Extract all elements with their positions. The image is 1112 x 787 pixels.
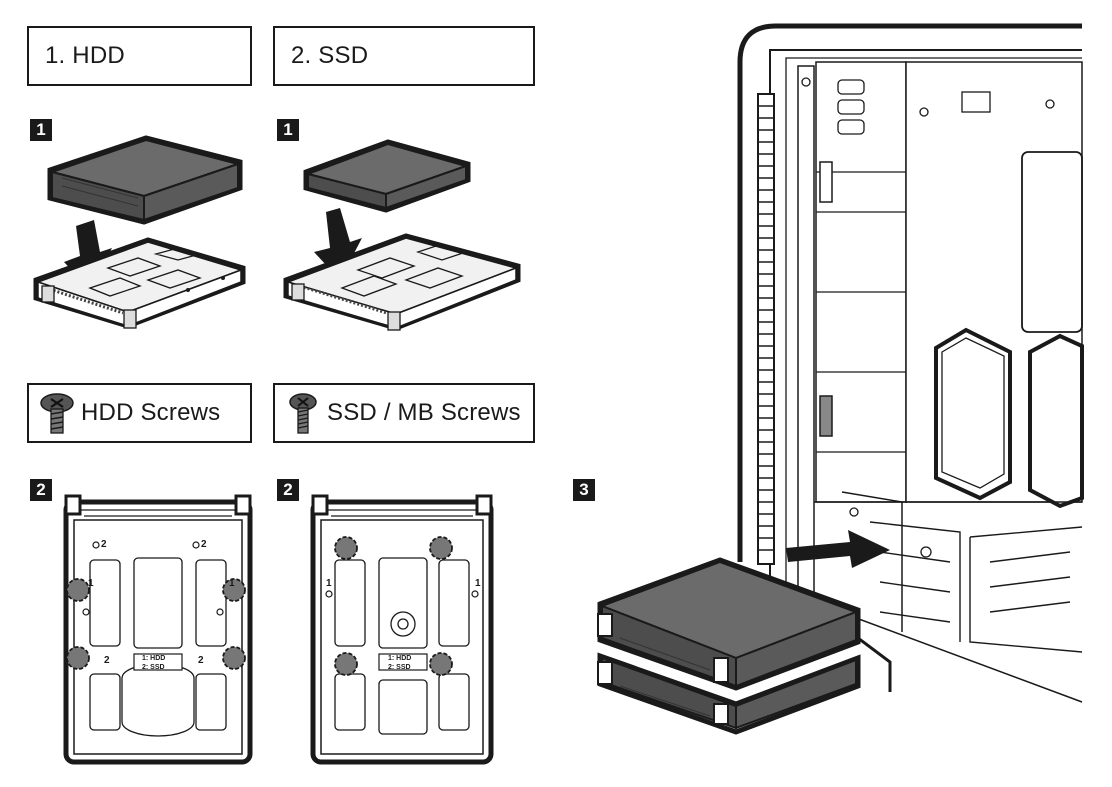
chassis-frame xyxy=(737,23,1084,703)
hdd-tray-hole-label-1b: 1 xyxy=(229,578,235,589)
ssd-tray-type-label-1: 1: HDD xyxy=(388,655,412,662)
hdd-tray-hole-label-2c: 2 xyxy=(104,655,110,666)
ssd-into-tray-illustration xyxy=(283,139,521,331)
ssd-screw-icon xyxy=(285,391,321,435)
ssd-title: 2. SSD xyxy=(291,42,369,69)
hdd-tray-hole-label-2a: 2 xyxy=(101,539,107,550)
ssd-tray-top-view xyxy=(310,494,494,765)
step-2-ssd-badge: 2 xyxy=(277,479,299,501)
hdd-into-tray-illustration xyxy=(33,135,246,329)
ssd-drive xyxy=(303,139,471,213)
ssd-tray-hole-label-1a: 1 xyxy=(326,578,332,589)
hdd-tray-hole-label-2b: 2 xyxy=(201,539,207,550)
ssd-tray xyxy=(283,233,521,331)
hdd-tray-hole-label-1a: 1 xyxy=(88,578,94,589)
hdd-tray-type-label-2: 2: SSD xyxy=(142,664,165,671)
hdd-tray xyxy=(33,237,246,329)
hdd-screws-label: HDD Screws xyxy=(81,399,221,426)
hdd-screws-box: HDD Screws xyxy=(27,383,252,443)
ssd-screw-positions xyxy=(334,536,453,676)
ssd-tray-type-label-2: 2: SSD xyxy=(388,664,411,671)
hdd-drive xyxy=(47,135,243,225)
hdd-tray-type-label-1: 1: HDD xyxy=(142,655,166,662)
ssd-screws-box: SSD / MB Screws xyxy=(273,383,535,443)
insert-arrow-icon xyxy=(314,208,362,280)
hdd-title: 1. HDD xyxy=(45,42,125,69)
ssd-title-box: 2. SSD xyxy=(273,26,535,86)
step-3-badge: 3 xyxy=(573,479,595,501)
stacked-hard-drives xyxy=(597,557,861,735)
step-2-hdd-badge: 2 xyxy=(30,479,52,501)
hdd-screw-positions xyxy=(66,578,246,670)
hdd-tray-top-view xyxy=(63,494,253,765)
ssd-screws-label: SSD / MB Screws xyxy=(327,399,521,426)
hdd-tray-hole-label-2d: 2 xyxy=(198,655,204,666)
chassis-install-illustration xyxy=(597,23,1084,735)
step-1-ssd-badge: 1 xyxy=(277,119,299,141)
ssd-tray-hole-label-1b: 1 xyxy=(475,578,481,589)
hdd-title-box: 1. HDD xyxy=(27,26,252,86)
insert-arrow-icon xyxy=(786,530,890,568)
hdd-screw-icon xyxy=(39,391,75,435)
step-1-hdd-badge: 1 xyxy=(30,119,52,141)
